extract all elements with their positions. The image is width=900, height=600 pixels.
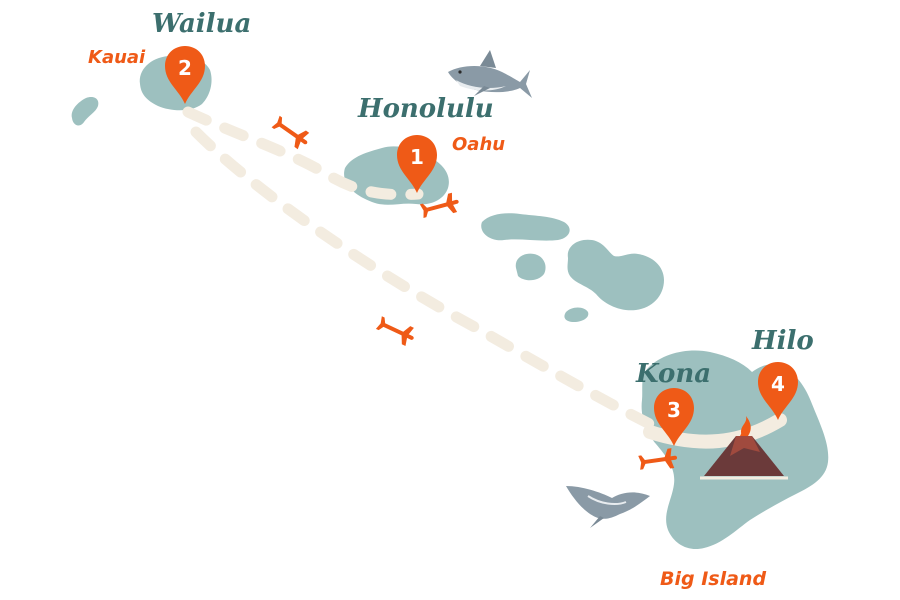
island-label-oahu: Oahu [452, 134, 505, 155]
route-wailua-honolulu [182, 106, 424, 201]
airplane-icon [638, 448, 678, 470]
airplane-icon [375, 316, 414, 346]
city-labels: Wailua Honolulu Kona Hilo [152, 9, 814, 389]
airplane-icon [271, 115, 310, 150]
map-pin-icon [758, 362, 798, 420]
city-label-wailua: Wailua [152, 9, 251, 39]
pin-kona[interactable]: 3 [654, 388, 694, 446]
airplane-icon [419, 192, 459, 218]
pin-number: 4 [771, 372, 785, 396]
routes [182, 106, 787, 449]
map-pin-icon [654, 388, 694, 446]
pin-honolulu[interactable]: 1 [397, 135, 437, 193]
manta-ray-icon [566, 486, 650, 528]
island-lanai [515, 253, 546, 281]
island-label-big-island: Big Island [660, 568, 766, 590]
volcano-icon [700, 416, 788, 480]
route-wailua-kona [190, 126, 672, 438]
island-molokai [481, 213, 570, 241]
island-labels: Kauai Oahu Big Island [88, 47, 766, 590]
route-kona-hilo [643, 413, 787, 449]
map-pin-icon [397, 135, 437, 193]
pin-hilo[interactable]: 4 [758, 362, 798, 420]
pin-wailua[interactable]: 2 [165, 46, 205, 104]
shark-icon [448, 50, 532, 98]
pin-number: 1 [410, 145, 424, 169]
airplanes [271, 115, 678, 470]
island-niihau [71, 96, 99, 126]
island-label-kauai: Kauai [88, 47, 146, 68]
pin-number: 2 [178, 56, 192, 80]
pin-number: 3 [667, 398, 681, 422]
map-pin-icon [165, 46, 205, 104]
island-maui [567, 239, 664, 311]
island-kahoolawe [564, 307, 589, 322]
city-label-honolulu: Honolulu [357, 94, 494, 124]
city-label-hilo: Hilo [751, 326, 814, 356]
city-label-kona: Kona [635, 359, 711, 389]
